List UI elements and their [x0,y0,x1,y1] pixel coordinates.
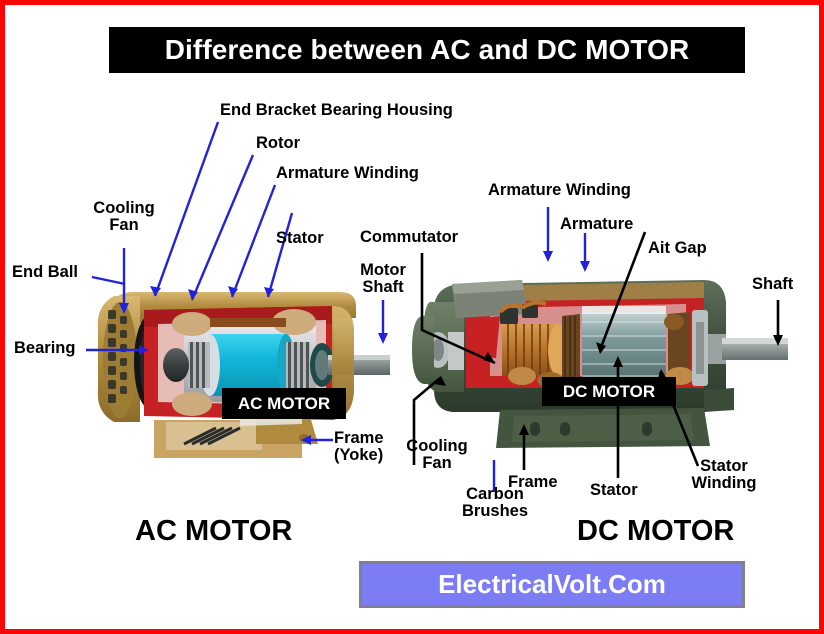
badge-ac-motor-text: AC MOTOR [237,393,331,413]
label-armature-winding-dc: Armature Winding [488,181,631,199]
label-armature: Armature [560,215,634,233]
label-cooling-fan-ac: Cooling Fan [93,199,155,235]
page-title: Difference between AC and DC MOTOR [164,34,690,65]
label-bearing: Bearing [14,339,76,357]
label-end-ball: End Ball [12,263,79,281]
label-stator-ac: Stator [276,229,324,247]
label-rotor: Rotor [256,134,300,152]
footer-watermark-text: ElectricalVolt.Com [438,569,666,599]
label-frame-dc: Frame [508,473,558,491]
label-armature-winding-ac: Armature Winding [276,164,419,182]
label-stator-winding: Stator Winding [691,457,757,493]
badge-dc-motor-text: DC MOTOR [562,381,656,401]
label-cooling-fan-dc: Cooling Fan [406,437,468,473]
title-banner: Difference between AC and DC MOTOR [109,27,745,73]
label-end-bracket-bearing-housing: End Bracket Bearing Housing [220,101,453,119]
label-frame-yoke: Frame (Yoke) [334,429,384,465]
label-carbon-brushes: Carbon Brushes [461,485,529,521]
label-shaft: Shaft [752,275,794,293]
badge-dc-motor: DC MOTOR [542,377,676,406]
label-stator-dc: Stator [590,481,638,499]
footer-watermark: ElectricalVolt.Com [359,561,745,608]
dc-motor-illustration [412,280,788,448]
label-motor-shaft: Motor Shaft [360,261,406,297]
caption-dc-motor: DC MOTOR [577,515,735,547]
label-air-gap: Ait Gap [648,239,707,257]
label-commutator: Commutator [360,228,459,246]
caption-ac-motor: AC MOTOR [135,515,293,547]
badge-ac-motor: AC MOTOR [222,388,346,419]
